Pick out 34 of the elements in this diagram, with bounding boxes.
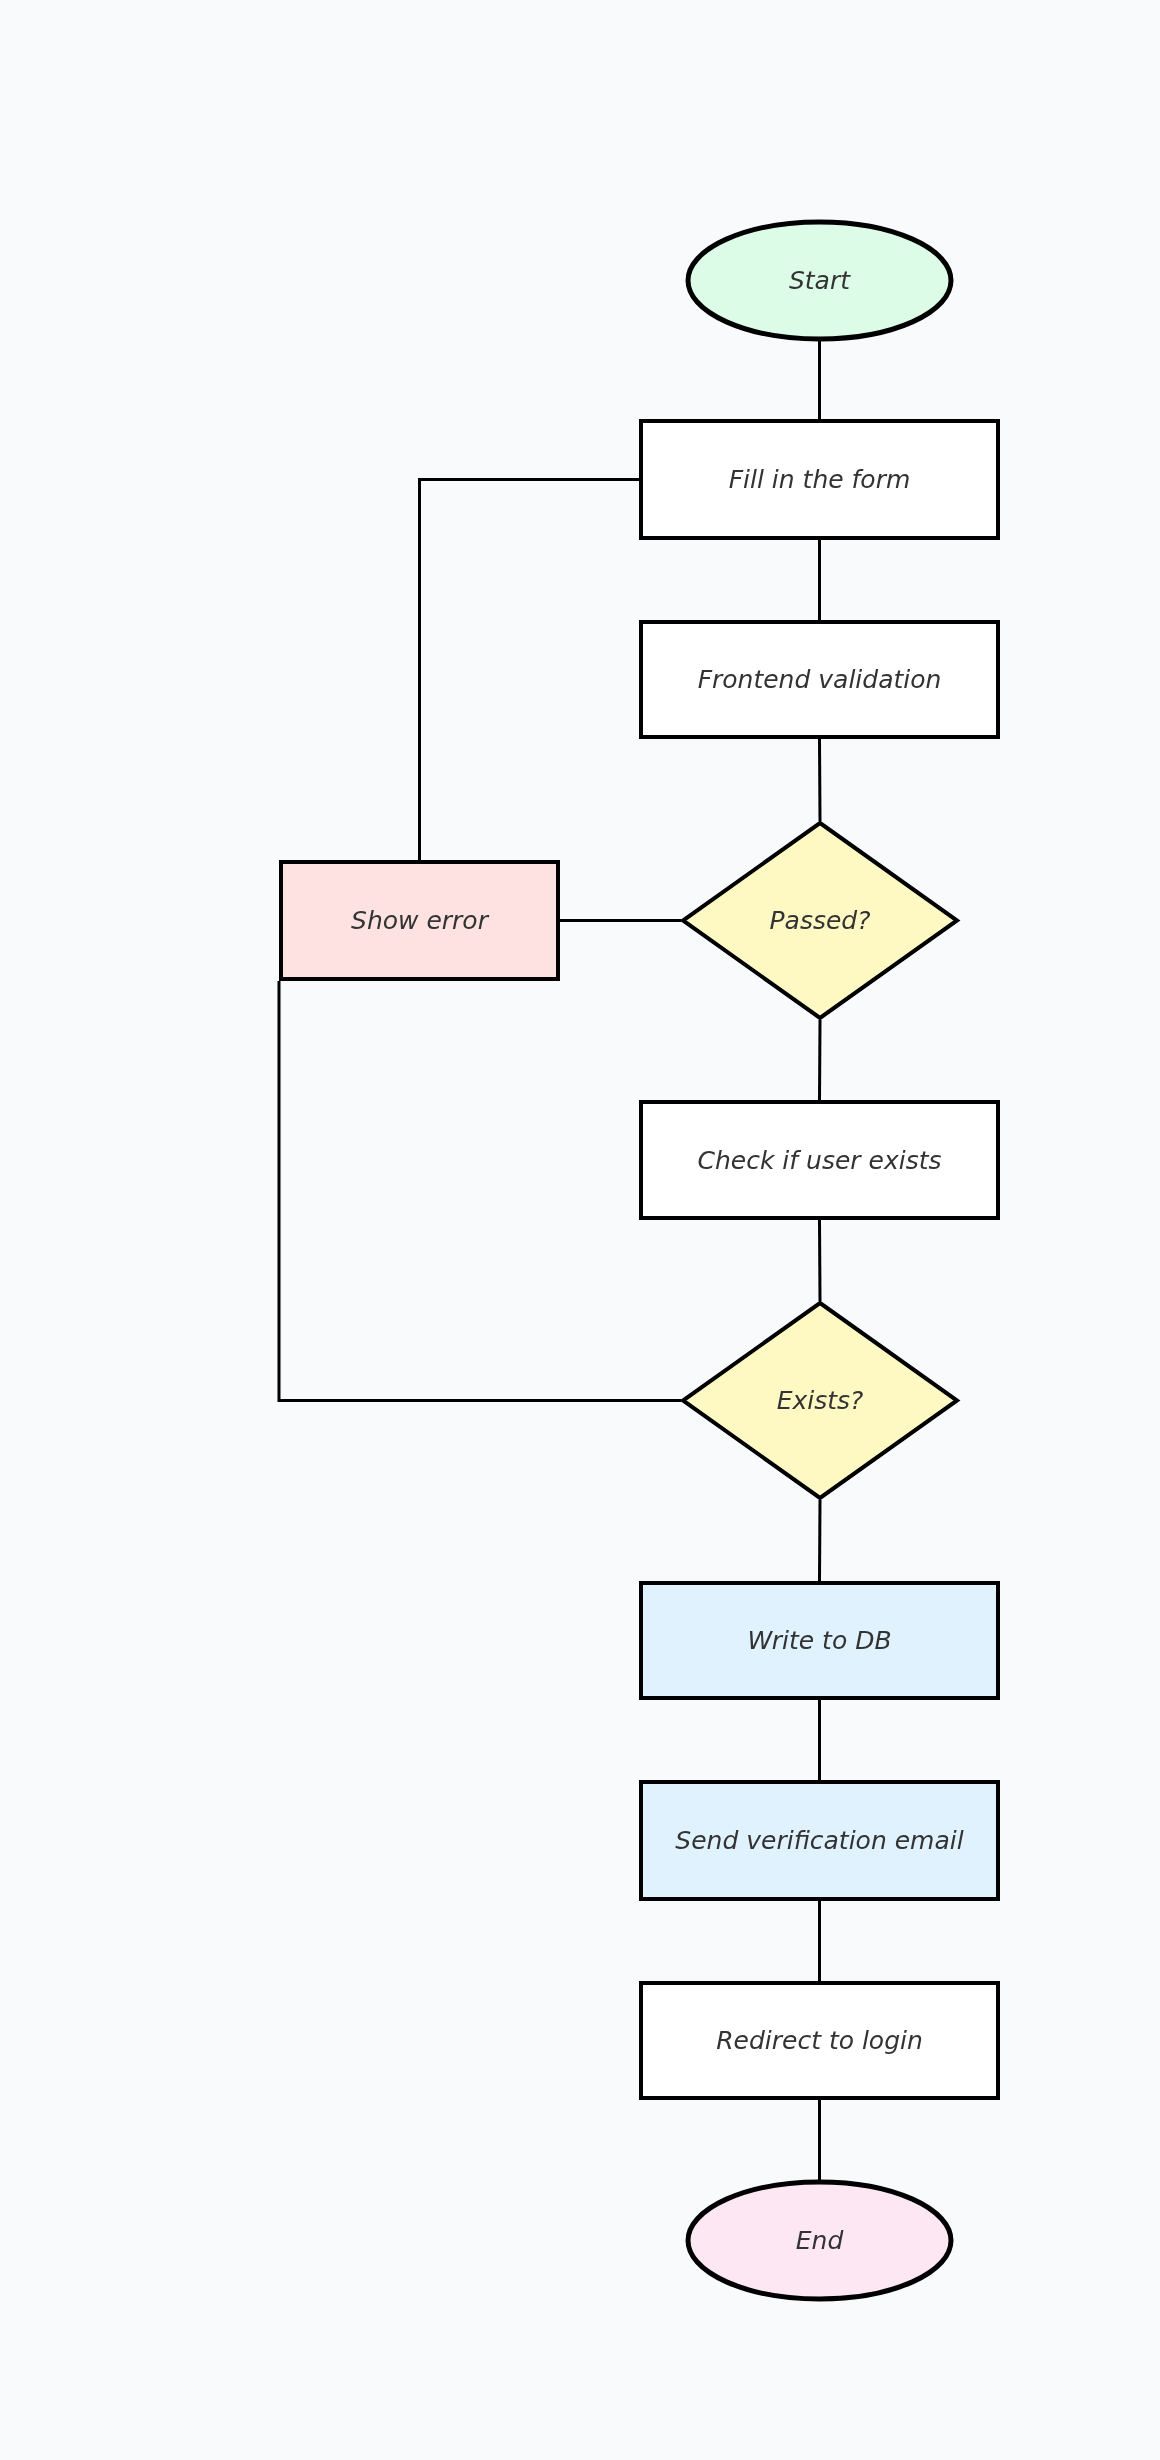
step-label: Frontend validation [697, 665, 942, 694]
step-label: Write to DB [747, 1626, 892, 1655]
step-label: Passed? [769, 906, 871, 935]
decision-diamond [681, 821, 959, 1020]
process-box [639, 419, 1000, 540]
connector-line [818, 1500, 822, 1581]
connector-line [560, 919, 681, 922]
process-box [279, 860, 560, 981]
connector-line [818, 1901, 821, 1981]
connector-line [818, 1700, 821, 1780]
connector-line [418, 478, 639, 860]
connector-line [818, 540, 821, 620]
connector-line [818, 1220, 822, 1301]
step-label: Show error [351, 906, 488, 935]
step-label: Send verification email [675, 1826, 964, 1855]
connector-line [818, 739, 822, 821]
step-label: End [795, 2226, 844, 2255]
connector-line [818, 2100, 821, 2180]
step-label: Fill in the form [728, 465, 911, 494]
decision-diamond [681, 1301, 959, 1500]
process-box [639, 620, 1000, 739]
terminal-ellipse [686, 220, 953, 341]
step-label: Start [788, 266, 851, 295]
terminal-ellipse [686, 2180, 953, 2301]
connector-line [818, 341, 821, 419]
process-box [639, 1100, 1000, 1220]
connector-line [277, 981, 681, 1402]
step-label: Check if user exists [697, 1145, 942, 1175]
step-label: Redirect to login [716, 2026, 923, 2055]
step-label: Exists? [776, 1386, 864, 1415]
connector-line [818, 1020, 822, 1100]
process-box [639, 1981, 1000, 2100]
process-box [639, 1581, 1000, 1700]
process-box [639, 1780, 1000, 1901]
